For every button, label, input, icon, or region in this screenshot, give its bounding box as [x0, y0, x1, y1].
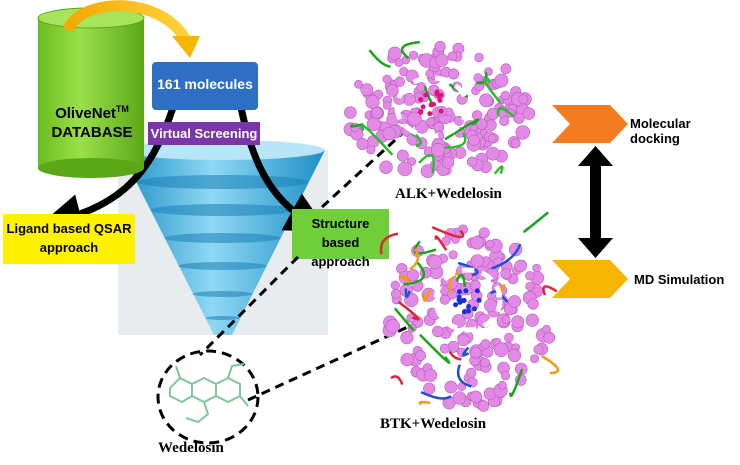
database-name: OliveNet: [55, 105, 116, 122]
ligand-qsar-line2: approach: [39, 240, 99, 255]
molecules-box: [152, 62, 258, 110]
md-chevron: [552, 260, 628, 298]
btk-protein-structure: [379, 211, 560, 412]
arrow-database-to-molecules: [62, 0, 191, 44]
arrow-database-to-molecules-head: [172, 36, 200, 58]
ligand-qsar-box: [3, 214, 135, 264]
structure-based-line2: approach: [311, 254, 370, 269]
structure-based-label: Structure based approach: [292, 214, 389, 271]
wedelosin-highlight-circle: [156, 349, 260, 445]
md-simulation-label: MD Simulation: [634, 272, 725, 287]
alk-protein-structure: [343, 40, 536, 178]
virtual-screening-label: Virtual Screening: [150, 126, 258, 141]
btk-binding-site-circle: [433, 267, 503, 333]
database-cylinder: [37, 7, 145, 178]
alk-complex-label: ALK+Wedelosin: [395, 186, 502, 202]
alk-binding-site-circle: [394, 75, 470, 139]
wedelosin-structure: [169, 363, 249, 424]
double-arrow: [578, 146, 613, 258]
btk-complex-label: BTK+Wedelosin: [380, 416, 487, 432]
database-trademark: TM: [115, 104, 129, 114]
dashed-wedelosin-to-btk: [247, 323, 413, 402]
database-label: OliveNetTM DATABASE: [48, 100, 136, 142]
structure-based-line1: Structure based: [311, 216, 370, 250]
database-subtitle: DATABASE: [51, 124, 133, 141]
dashed-structure-to-wedelosin: [198, 255, 300, 357]
ligand-qsar-line1: Ligand based QSAR: [6, 221, 132, 236]
ligand-qsar-label: Ligand based QSAR approach: [3, 219, 135, 257]
molecular-docking-label: Molecular docking: [630, 116, 691, 146]
wedelosin-label: Wedelosin: [158, 440, 224, 456]
molecules-count-label: 161 molecules: [157, 76, 253, 92]
docking-chevron: [552, 105, 628, 143]
structure-based-box: [292, 209, 389, 259]
virtual-screening-banner: [148, 122, 260, 145]
